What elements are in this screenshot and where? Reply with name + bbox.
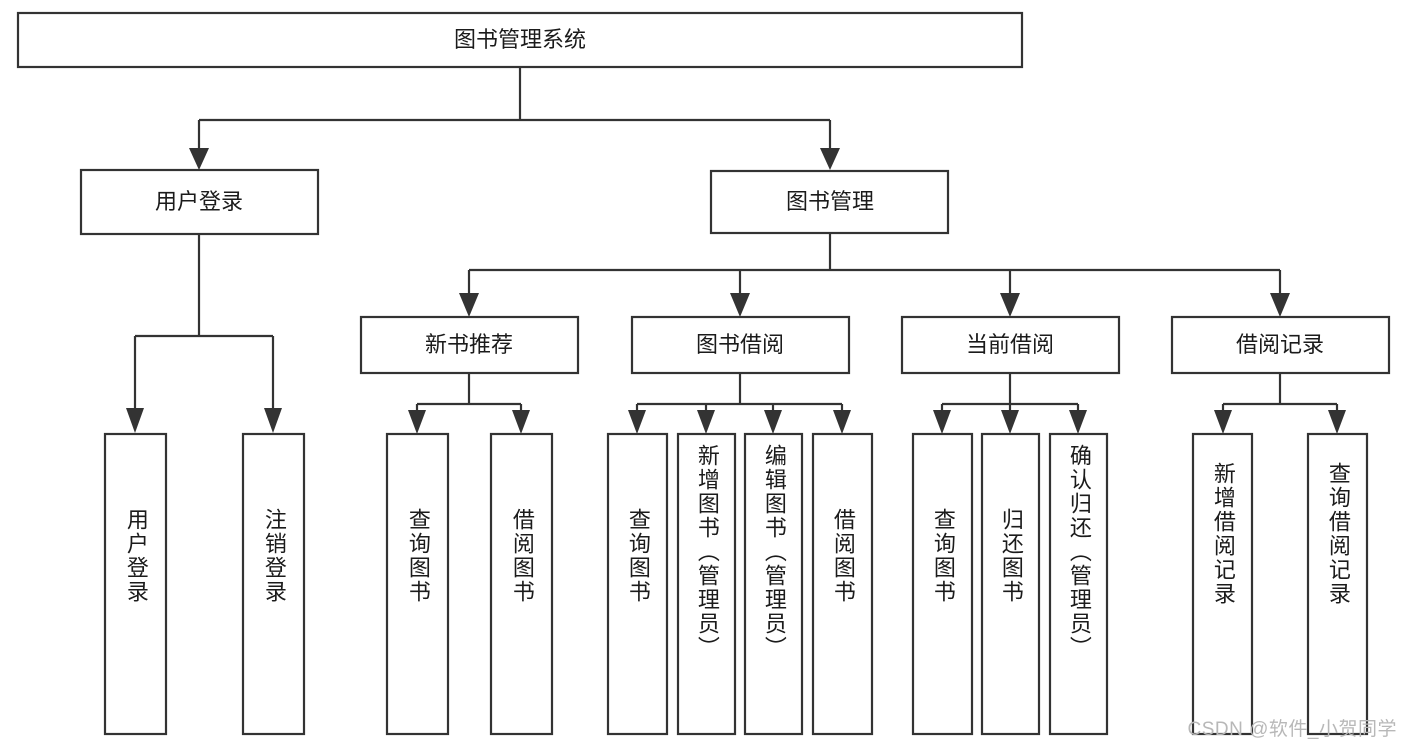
node-leaf-book-borrow-edit[interactable] — [743, 432, 804, 736]
arrow-head-user-login-leaf2 — [264, 408, 282, 433]
arrow-head-borrow-record-leaf1 — [1214, 410, 1232, 434]
node-user-login-label: 用户登录 — [155, 189, 243, 214]
node-new-book-recommend-label: 新书推荐 — [425, 332, 513, 357]
node-leaf-user-login-login[interactable] — [103, 432, 168, 736]
arrow-head-current-borrow-leaf1 — [933, 410, 951, 434]
node-leaf-book-borrow-lend[interactable] — [811, 432, 874, 736]
arrow-head-book-borrow-leaf4 — [833, 410, 851, 434]
arrow-head-book-borrow-leaf1 — [628, 410, 646, 434]
node-book-management-label: 图书管理 — [786, 189, 874, 214]
node-user-login[interactable] — [79, 168, 320, 236]
node-current-borrow-label: 当前借阅 — [966, 332, 1054, 357]
arrow-head-user-login-leaf1 — [126, 408, 144, 433]
node-leaf-borrow-record-query[interactable] — [1306, 432, 1369, 736]
node-layer: 图书管理系统 用户登录 图书管理 新书推荐 图书借阅 当前借阅 借阅记录 — [16, 11, 1391, 736]
node-root-label: 图书管理系统 — [454, 27, 586, 52]
arrow-head-new-book-leaf2 — [512, 410, 530, 434]
node-root-book-management-system[interactable] — [16, 11, 1024, 69]
node-book-borrow[interactable] — [630, 315, 851, 375]
watermark-csdn: CSDN @软件_小贺同学 — [1187, 719, 1397, 740]
connector-layer — [126, 67, 1346, 434]
node-leaf-current-borrow-confirm[interactable] — [1048, 432, 1109, 736]
node-book-management[interactable] — [709, 169, 950, 235]
arrow-head-book-borrow-leaf3 — [764, 410, 782, 434]
node-leaf-book-borrow-add[interactable] — [676, 432, 737, 736]
arrow-head-book-borrow — [730, 293, 750, 317]
arrow-head-new-book-leaf1 — [408, 410, 426, 434]
arrow-head-current-borrow-leaf3 — [1069, 410, 1087, 434]
node-current-borrow[interactable] — [900, 315, 1121, 375]
arrow-head-borrow-record-leaf2 — [1328, 410, 1346, 434]
node-borrow-record[interactable] — [1170, 315, 1391, 375]
arrow-head-current-borrow — [1000, 293, 1020, 317]
node-leaf-user-login-logout[interactable] — [241, 432, 306, 736]
node-book-borrow-label: 图书借阅 — [696, 332, 784, 357]
node-borrow-record-label: 借阅记录 — [1236, 332, 1324, 357]
node-leaf-current-borrow-return[interactable] — [980, 432, 1041, 736]
arrow-head-new-book — [459, 293, 479, 317]
node-leaf-current-borrow-query[interactable] — [911, 432, 974, 736]
node-leaf-new-book-query[interactable] — [385, 432, 450, 736]
arrow-head-borrow-record — [1270, 293, 1290, 317]
arrow-head-user-login — [189, 148, 209, 170]
arrow-head-current-borrow-leaf2 — [1001, 410, 1019, 434]
node-leaf-book-borrow-query[interactable] — [606, 432, 669, 736]
node-leaf-new-book-borrow[interactable] — [489, 432, 554, 736]
arrow-head-book-borrow-leaf2 — [697, 410, 715, 434]
node-leaf-borrow-record-add[interactable] — [1191, 432, 1254, 736]
arrow-head-book-manage — [820, 148, 840, 170]
node-new-book-recommend[interactable] — [359, 315, 580, 375]
